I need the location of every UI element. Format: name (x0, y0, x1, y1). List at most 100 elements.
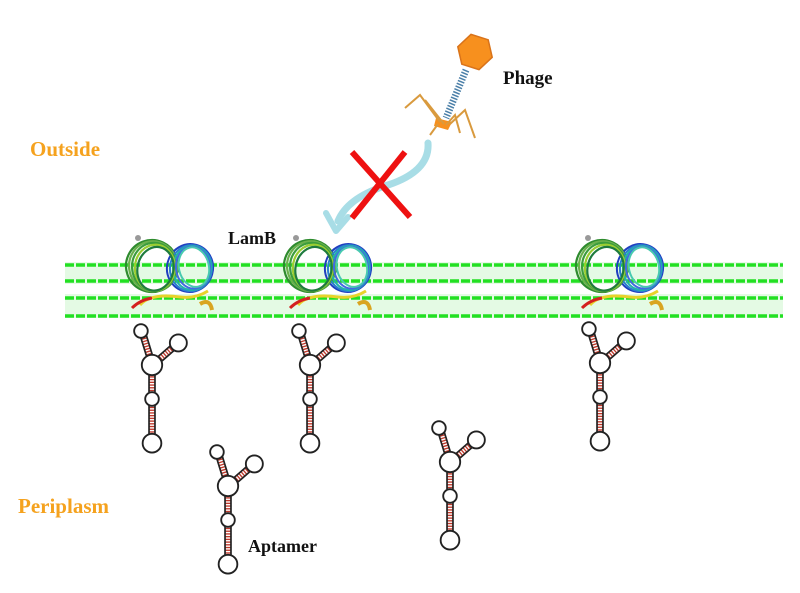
aptamer-loop (466, 430, 486, 450)
stem-base-pair (141, 339, 149, 343)
aptamer-loop (209, 444, 225, 460)
stem-base-pair (322, 350, 328, 356)
stem-base-pair (441, 441, 448, 445)
stem-strand (215, 457, 224, 478)
aptamer-loop (592, 389, 608, 405)
phage-tail-fiber (429, 123, 439, 136)
aptamer-loop (133, 323, 149, 339)
stem-base-pair (240, 471, 246, 477)
stem-base-pair (614, 346, 620, 352)
phage-particle (404, 33, 494, 139)
periplasm-label: Periplasm (18, 494, 109, 518)
stem-base-pair (439, 434, 446, 438)
aptamer-loop (144, 391, 160, 407)
lamb-red-loop (580, 296, 603, 310)
x-stroke (349, 150, 408, 220)
stem-base-pair (466, 443, 472, 449)
aptamer-loop (216, 474, 240, 498)
aptamer-loop (217, 553, 239, 575)
aptamer-label: Aptamer (248, 536, 317, 556)
stem-base-pair (616, 344, 622, 350)
aptamer-loop (244, 454, 264, 474)
stem-base-pair (300, 342, 307, 346)
stem-base-pair (160, 353, 166, 360)
aptamer-bound-1 (133, 323, 188, 454)
aptamer-loop (220, 512, 236, 528)
aptamer-loop (438, 450, 462, 474)
aptamer-loop (326, 333, 346, 353)
lamb-protein-1 (124, 235, 215, 311)
stem-base-pair (589, 335, 596, 339)
stem-strand (454, 442, 470, 456)
stem-base-pair (592, 345, 599, 349)
aptamer-bound-3 (581, 321, 636, 452)
aptamer-loop (299, 432, 321, 454)
phage-tail-fiber (449, 108, 476, 139)
stem-strand (236, 470, 251, 484)
arrow-head (323, 210, 351, 234)
stem-strand (297, 336, 306, 357)
aptamer-loop (431, 420, 447, 436)
lamb-red-loop (130, 296, 153, 310)
stem-base-pair (238, 472, 244, 479)
stem-base-pair (462, 447, 468, 453)
membrane-leaflet-outer (65, 262, 783, 284)
aptamer-loop (589, 430, 611, 452)
aptamer-loop (291, 323, 307, 339)
lamb-atom (293, 235, 299, 241)
stem-base-pair (442, 444, 449, 448)
stem-base-pair (324, 348, 330, 354)
stem-base-pair (439, 436, 447, 440)
stem-strand (443, 431, 452, 453)
stem-base-pair (443, 449, 451, 453)
lamb-orange-loop (648, 300, 664, 311)
stem-strand (593, 332, 602, 354)
lamb-protein-3 (574, 235, 665, 311)
stem-base-pair (141, 337, 148, 341)
stem-strand (608, 347, 623, 361)
phage-tail-fiber (445, 112, 461, 134)
stem-base-pair (460, 448, 466, 455)
stem-strand (160, 349, 175, 363)
stem-strand (587, 334, 596, 355)
blocked-x-icon (349, 150, 413, 220)
stem-base-pair (318, 353, 324, 360)
stem-strand (604, 343, 620, 357)
stem-base-pair (144, 347, 151, 351)
stem-base-pair (303, 350, 310, 354)
stem-base-pair (244, 467, 250, 473)
lamb-green-barrel (586, 245, 625, 292)
phage-label: Phage (503, 68, 553, 89)
stem-base-pair (303, 352, 311, 356)
phage-tail (442, 68, 470, 120)
aptamer-free-1 (209, 444, 264, 575)
aptamer-bound-2 (291, 323, 346, 454)
stem-base-pair (220, 468, 227, 472)
aptamer-loop (140, 353, 164, 377)
stem-strand (437, 433, 446, 454)
stem-base-pair (458, 450, 464, 457)
stem-base-pair (221, 473, 229, 477)
stem-base-pair (593, 348, 600, 352)
aptamer-loop (581, 321, 597, 337)
stem-strand (458, 446, 473, 460)
stem-base-pair (142, 342, 149, 346)
stem-base-pair (612, 348, 618, 354)
stem-base-pair (440, 439, 447, 443)
infection-arrow (323, 139, 432, 234)
stem-base-pair (143, 344, 150, 348)
outside-label: Outside (30, 137, 101, 161)
stem-base-pair (299, 337, 306, 341)
stem-base-pair (218, 463, 225, 467)
stem-strand (156, 345, 172, 359)
lamb-atom (585, 235, 591, 241)
aptamer-loop (302, 391, 318, 407)
aptamer-loop (141, 432, 163, 454)
stem-strand (232, 466, 248, 480)
stem-base-pair (242, 469, 248, 475)
stem-base-pair (302, 347, 309, 351)
phage-head (456, 33, 494, 71)
phage-tail-fiber (424, 99, 445, 125)
stem-base-pair (591, 342, 598, 346)
